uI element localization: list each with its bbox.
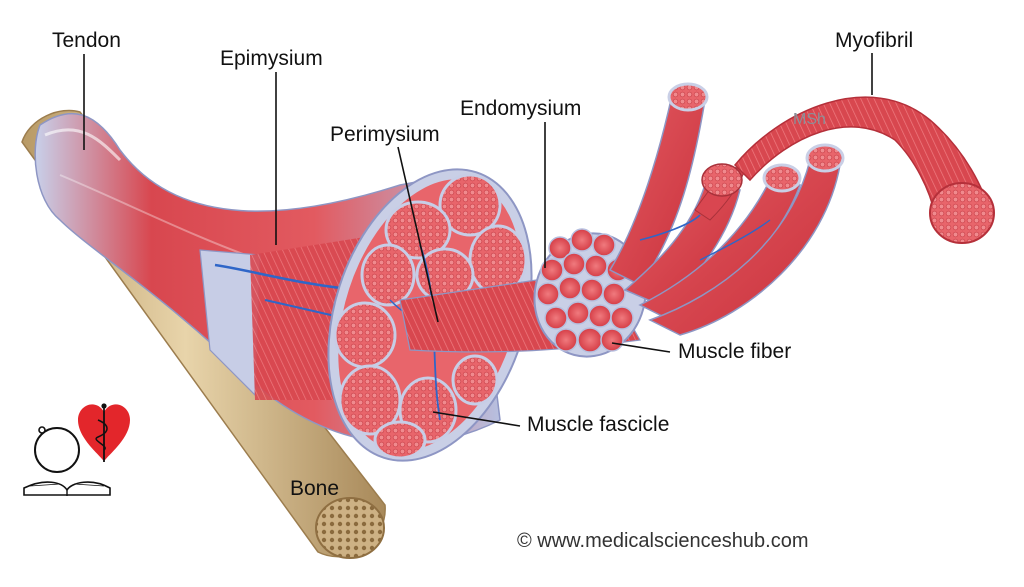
msh-watermark: MSh [793, 111, 826, 128]
label-bone: Bone [290, 477, 340, 500]
perimysium-leader-line [397, 146, 439, 323]
heart-caduceus-book-logo [23, 403, 130, 496]
label-perimysium: Perimysium [330, 123, 440, 146]
label-endomysium: Endomysium [460, 97, 582, 120]
muscle-fiber-leader-line [611, 342, 671, 353]
myofibril-shape [733, 96, 995, 244]
label-epimysium: Epimysium [220, 47, 323, 70]
leader-lines [83, 53, 873, 427]
label-tendon: Tendon [52, 29, 121, 52]
muscle-fascicle-leader-line [432, 411, 521, 427]
label-muscle-fiber: Muscle fiber [678, 340, 792, 363]
fascicle-extension [399, 228, 647, 358]
label-myofibril: Myofibril [835, 29, 914, 52]
copyright-credit: © www.medicalscienceshub.com [517, 530, 809, 552]
muscle-fibers [608, 82, 845, 336]
label-muscle-fascicle: Muscle fascicle [527, 413, 670, 436]
